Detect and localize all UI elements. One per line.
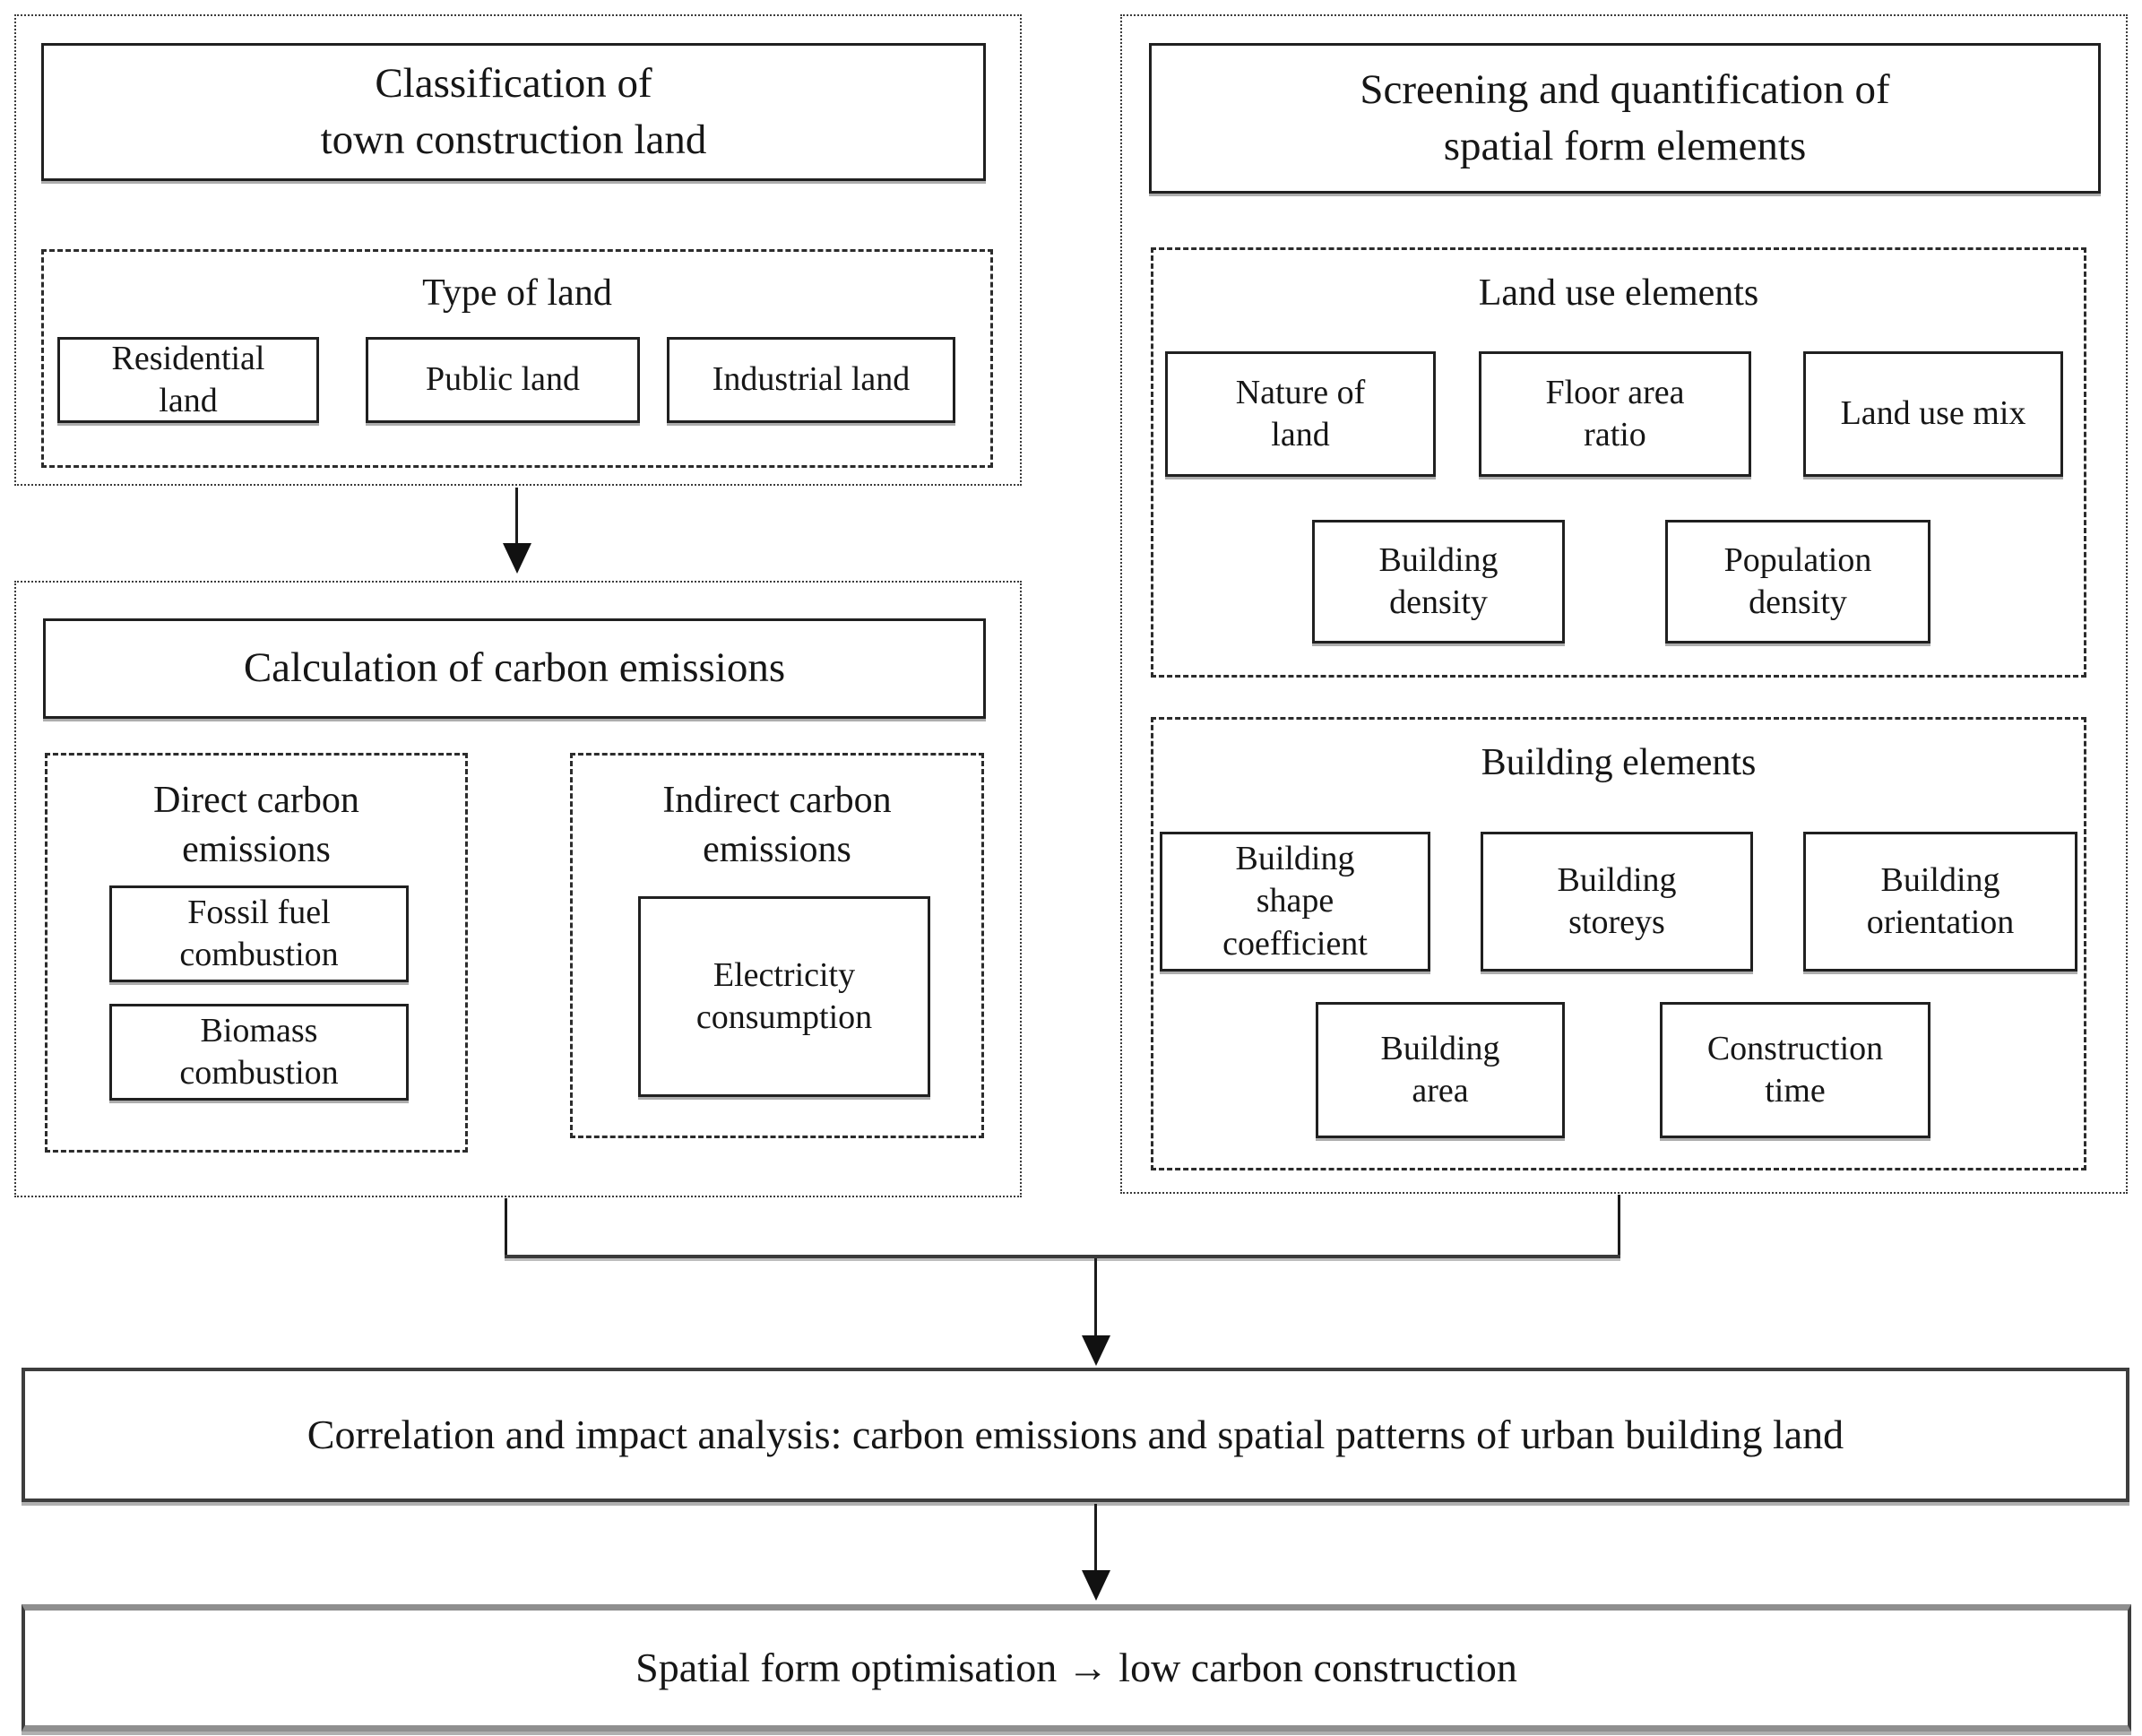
calculation-container	[14, 581, 1022, 1197]
merge-connector-right	[1618, 1195, 1620, 1257]
land-use-group	[1151, 247, 2086, 678]
direct-emissions-label: Direct carbon emissions	[153, 780, 359, 870]
floor-area-ratio-box: Floor area ratio	[1479, 351, 1751, 477]
arrowhead-icon	[1082, 1335, 1110, 1366]
direct-emissions-group	[45, 753, 468, 1153]
biomass-box: Biomass combustion	[109, 1004, 409, 1101]
building-shape-box: Building shape coefficient	[1160, 832, 1430, 972]
arrow-to-outcome	[1094, 1504, 1097, 1572]
arrow-to-analysis	[1094, 1258, 1097, 1337]
nature-of-land-box: Nature of land	[1165, 351, 1436, 477]
arrow-classification-to-calculation	[515, 488, 518, 545]
industrial-land-box: Industrial land	[667, 337, 955, 423]
building-elements-label: Building elements	[1481, 742, 1757, 783]
building-storeys-box: Building storeys	[1481, 832, 1753, 972]
electricity-box: Electricity consumption	[638, 896, 930, 1097]
arrowhead-icon	[1082, 1570, 1110, 1601]
fossil-fuel-box: Fossil fuel combustion	[109, 885, 409, 982]
type-of-land-group	[41, 249, 993, 468]
residential-land-box: Residential land	[57, 337, 319, 423]
classification-container	[14, 14, 1022, 486]
construction-time-box: Construction time	[1660, 1002, 1930, 1138]
classification-title: Classification of town construction land	[41, 43, 986, 181]
screening-container	[1120, 14, 2128, 1194]
public-land-box: Public land	[366, 337, 640, 423]
building-density-box: Building density	[1312, 520, 1565, 643]
analysis-box: Correlation and impact analysis: carbon …	[22, 1368, 2129, 1502]
building-area-box: Building area	[1316, 1002, 1565, 1138]
land-use-mix-box: Land use mix	[1803, 351, 2063, 477]
outcome-box: Spatial form optimisation → low carbon c…	[22, 1604, 2131, 1732]
building-elements-group	[1151, 717, 2086, 1170]
merge-connector-bar	[505, 1255, 1620, 1258]
building-orientation-box: Building orientation	[1803, 832, 2077, 972]
land-use-label: Land use elements	[1478, 272, 1759, 314]
merge-connector-left	[505, 1198, 507, 1257]
indirect-emissions-group	[570, 753, 984, 1138]
population-density-box: Population density	[1665, 520, 1930, 643]
calculation-title: Calculation of carbon emissions	[43, 618, 986, 719]
type-of-land-label: Type of land	[422, 272, 612, 314]
arrowhead-icon	[503, 543, 531, 574]
screening-title: Screening and quantification of spatial …	[1149, 43, 2101, 194]
indirect-emissions-label: Indirect carbon emissions	[662, 780, 892, 870]
